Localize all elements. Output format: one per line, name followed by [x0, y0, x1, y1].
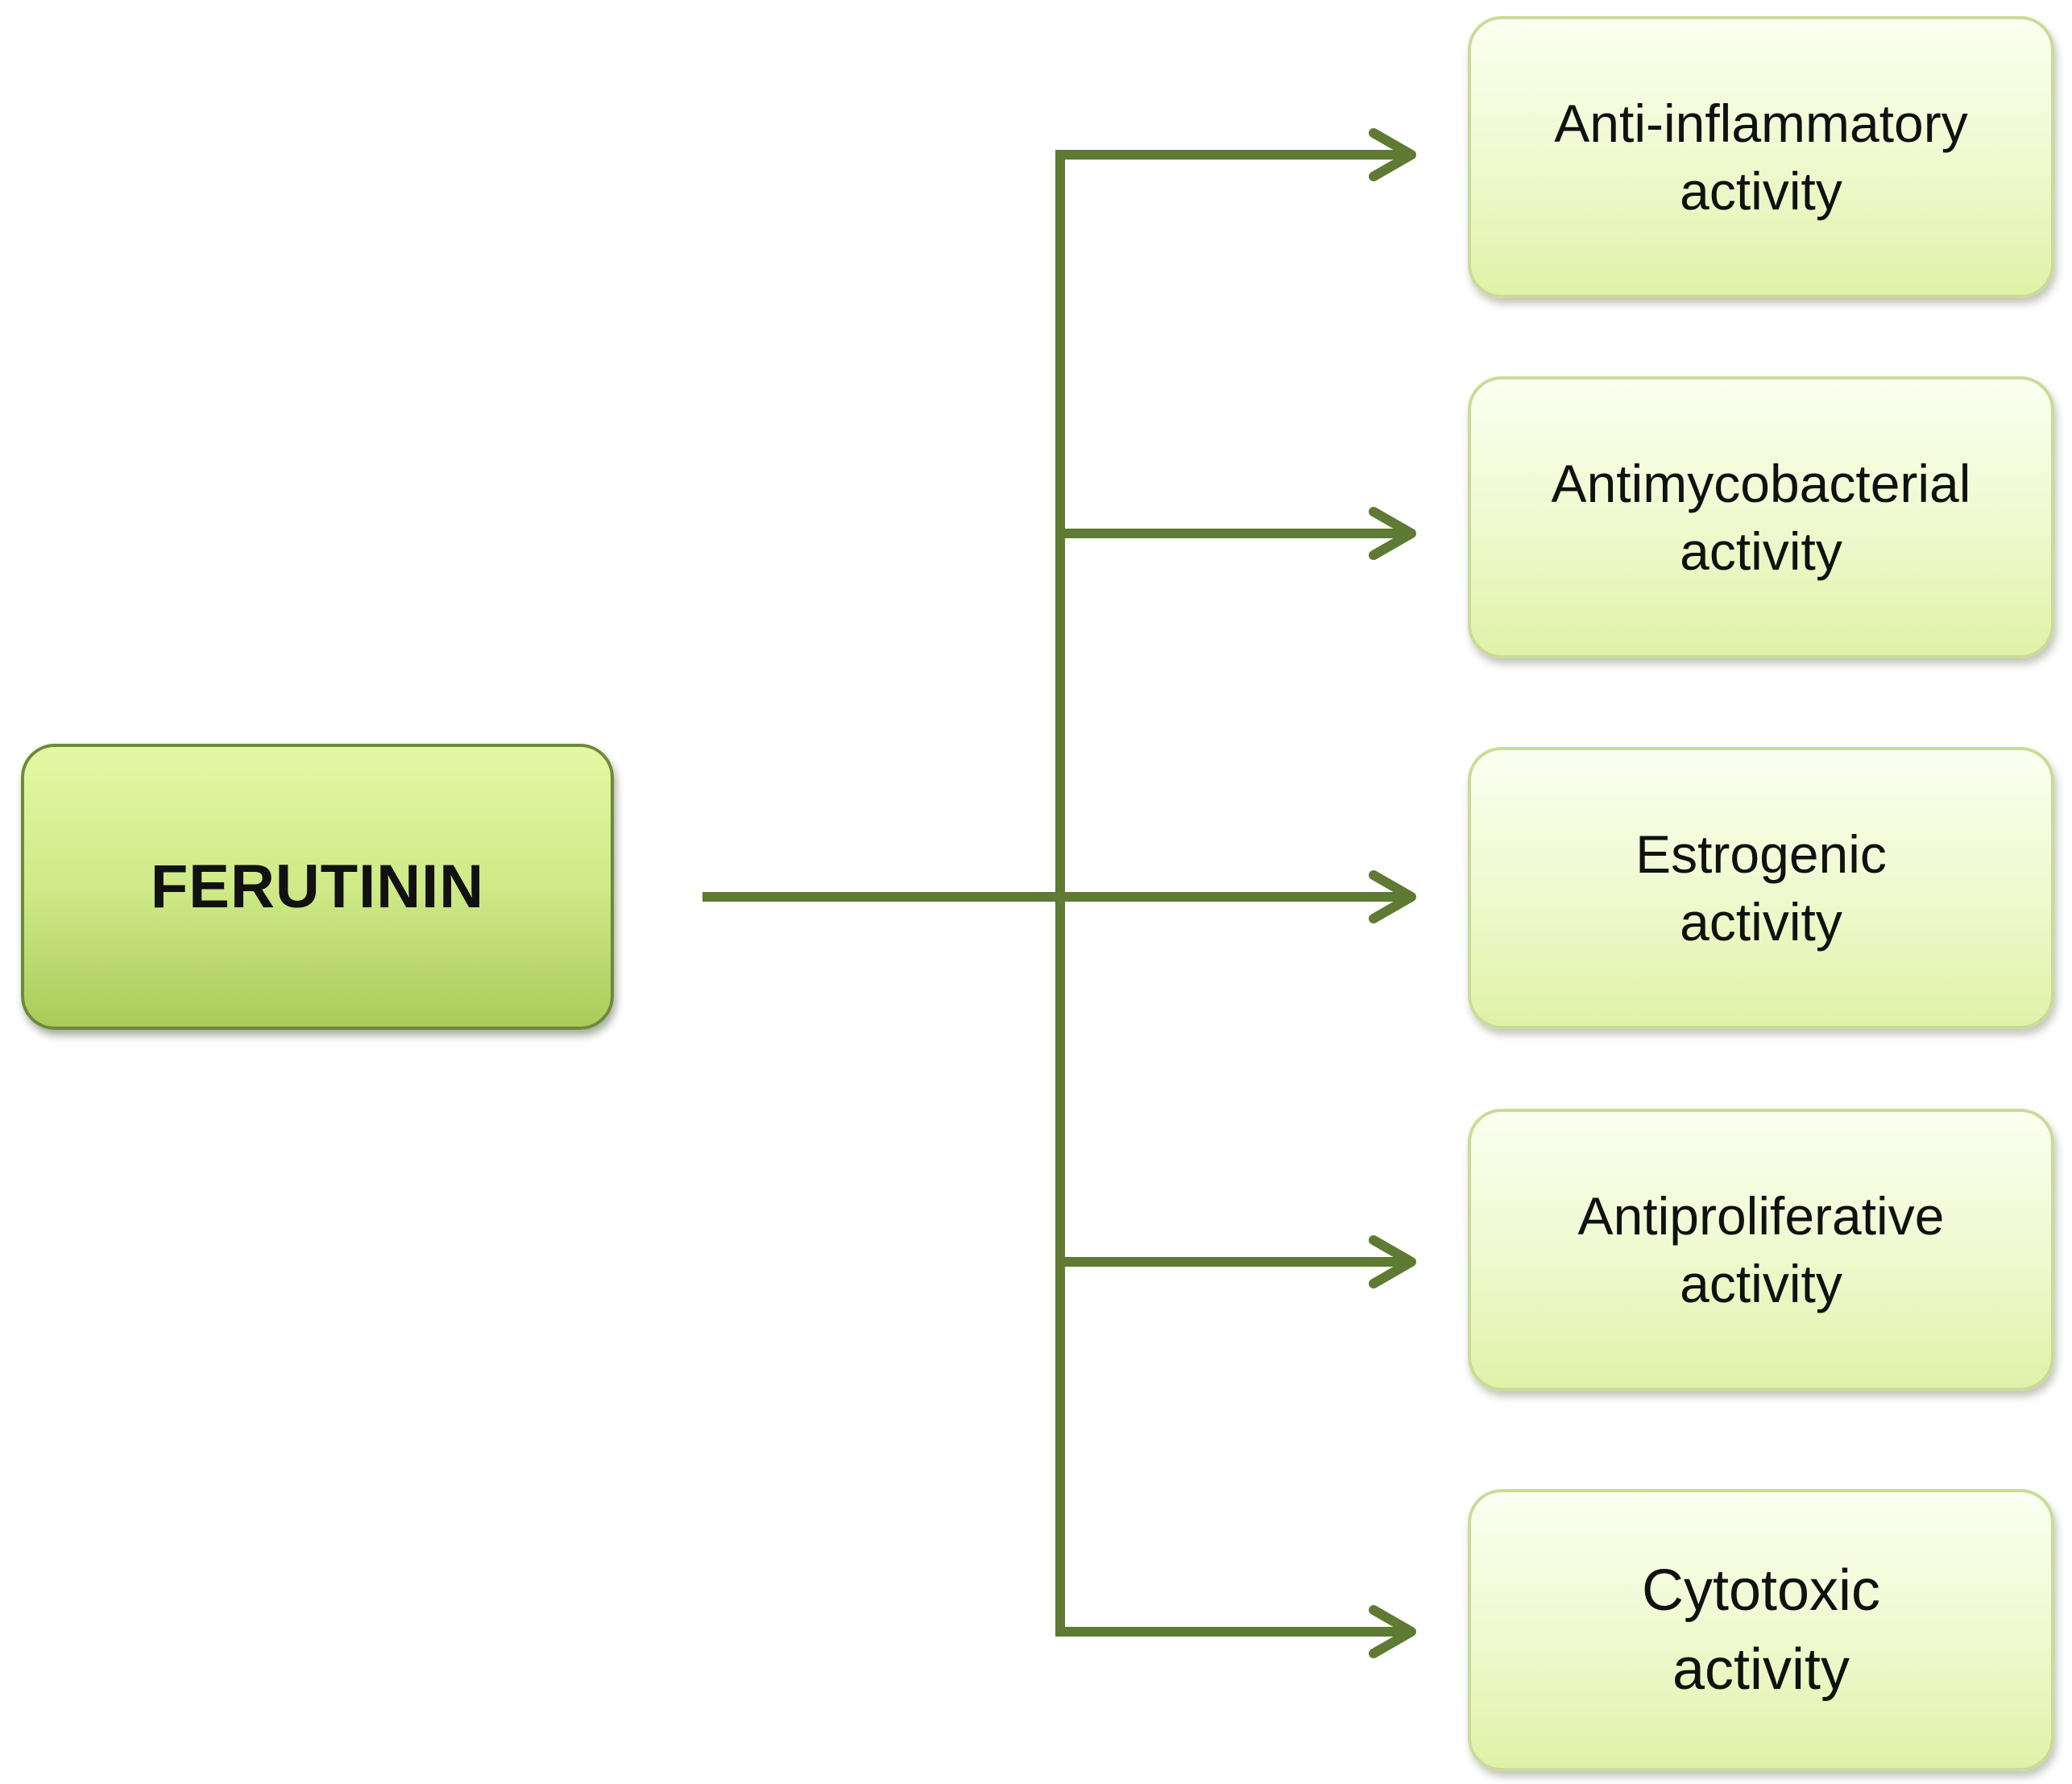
arrowhead-antiproliferative: [1369, 1235, 1416, 1288]
target-node-antimycobacterial: Antimycobacterial activity: [1468, 376, 2054, 658]
source-node-ferutinin: FERUTININ: [21, 744, 614, 1030]
target-node-label: Antiproliferative activity: [1577, 1186, 1945, 1313]
target-node-label: Anti-inflammatory activity: [1554, 93, 1968, 221]
target-node-label: Cytotoxic activity: [1641, 1558, 1881, 1702]
target-node-antiproliferative: Antiproliferative activity: [1468, 1109, 2054, 1391]
target-node-estrogenic: Estrogenic activity: [1468, 747, 2054, 1029]
arrowhead-anti-inflammatory: [1369, 128, 1416, 181]
source-node-label: FERUTININ: [150, 853, 485, 921]
target-node-label: Antimycobacterial activity: [1551, 454, 1971, 581]
arrowhead-cytotoxic: [1369, 1605, 1416, 1658]
arrowhead-antimycobacterial: [1369, 507, 1416, 560]
arrowhead-estrogenic: [1369, 870, 1416, 923]
target-node-cytotoxic: Cytotoxic activity: [1468, 1489, 2054, 1771]
target-node-label: Estrogenic activity: [1635, 824, 1887, 952]
target-node-anti-inflammatory: Anti-inflammatory activity: [1468, 16, 2054, 298]
